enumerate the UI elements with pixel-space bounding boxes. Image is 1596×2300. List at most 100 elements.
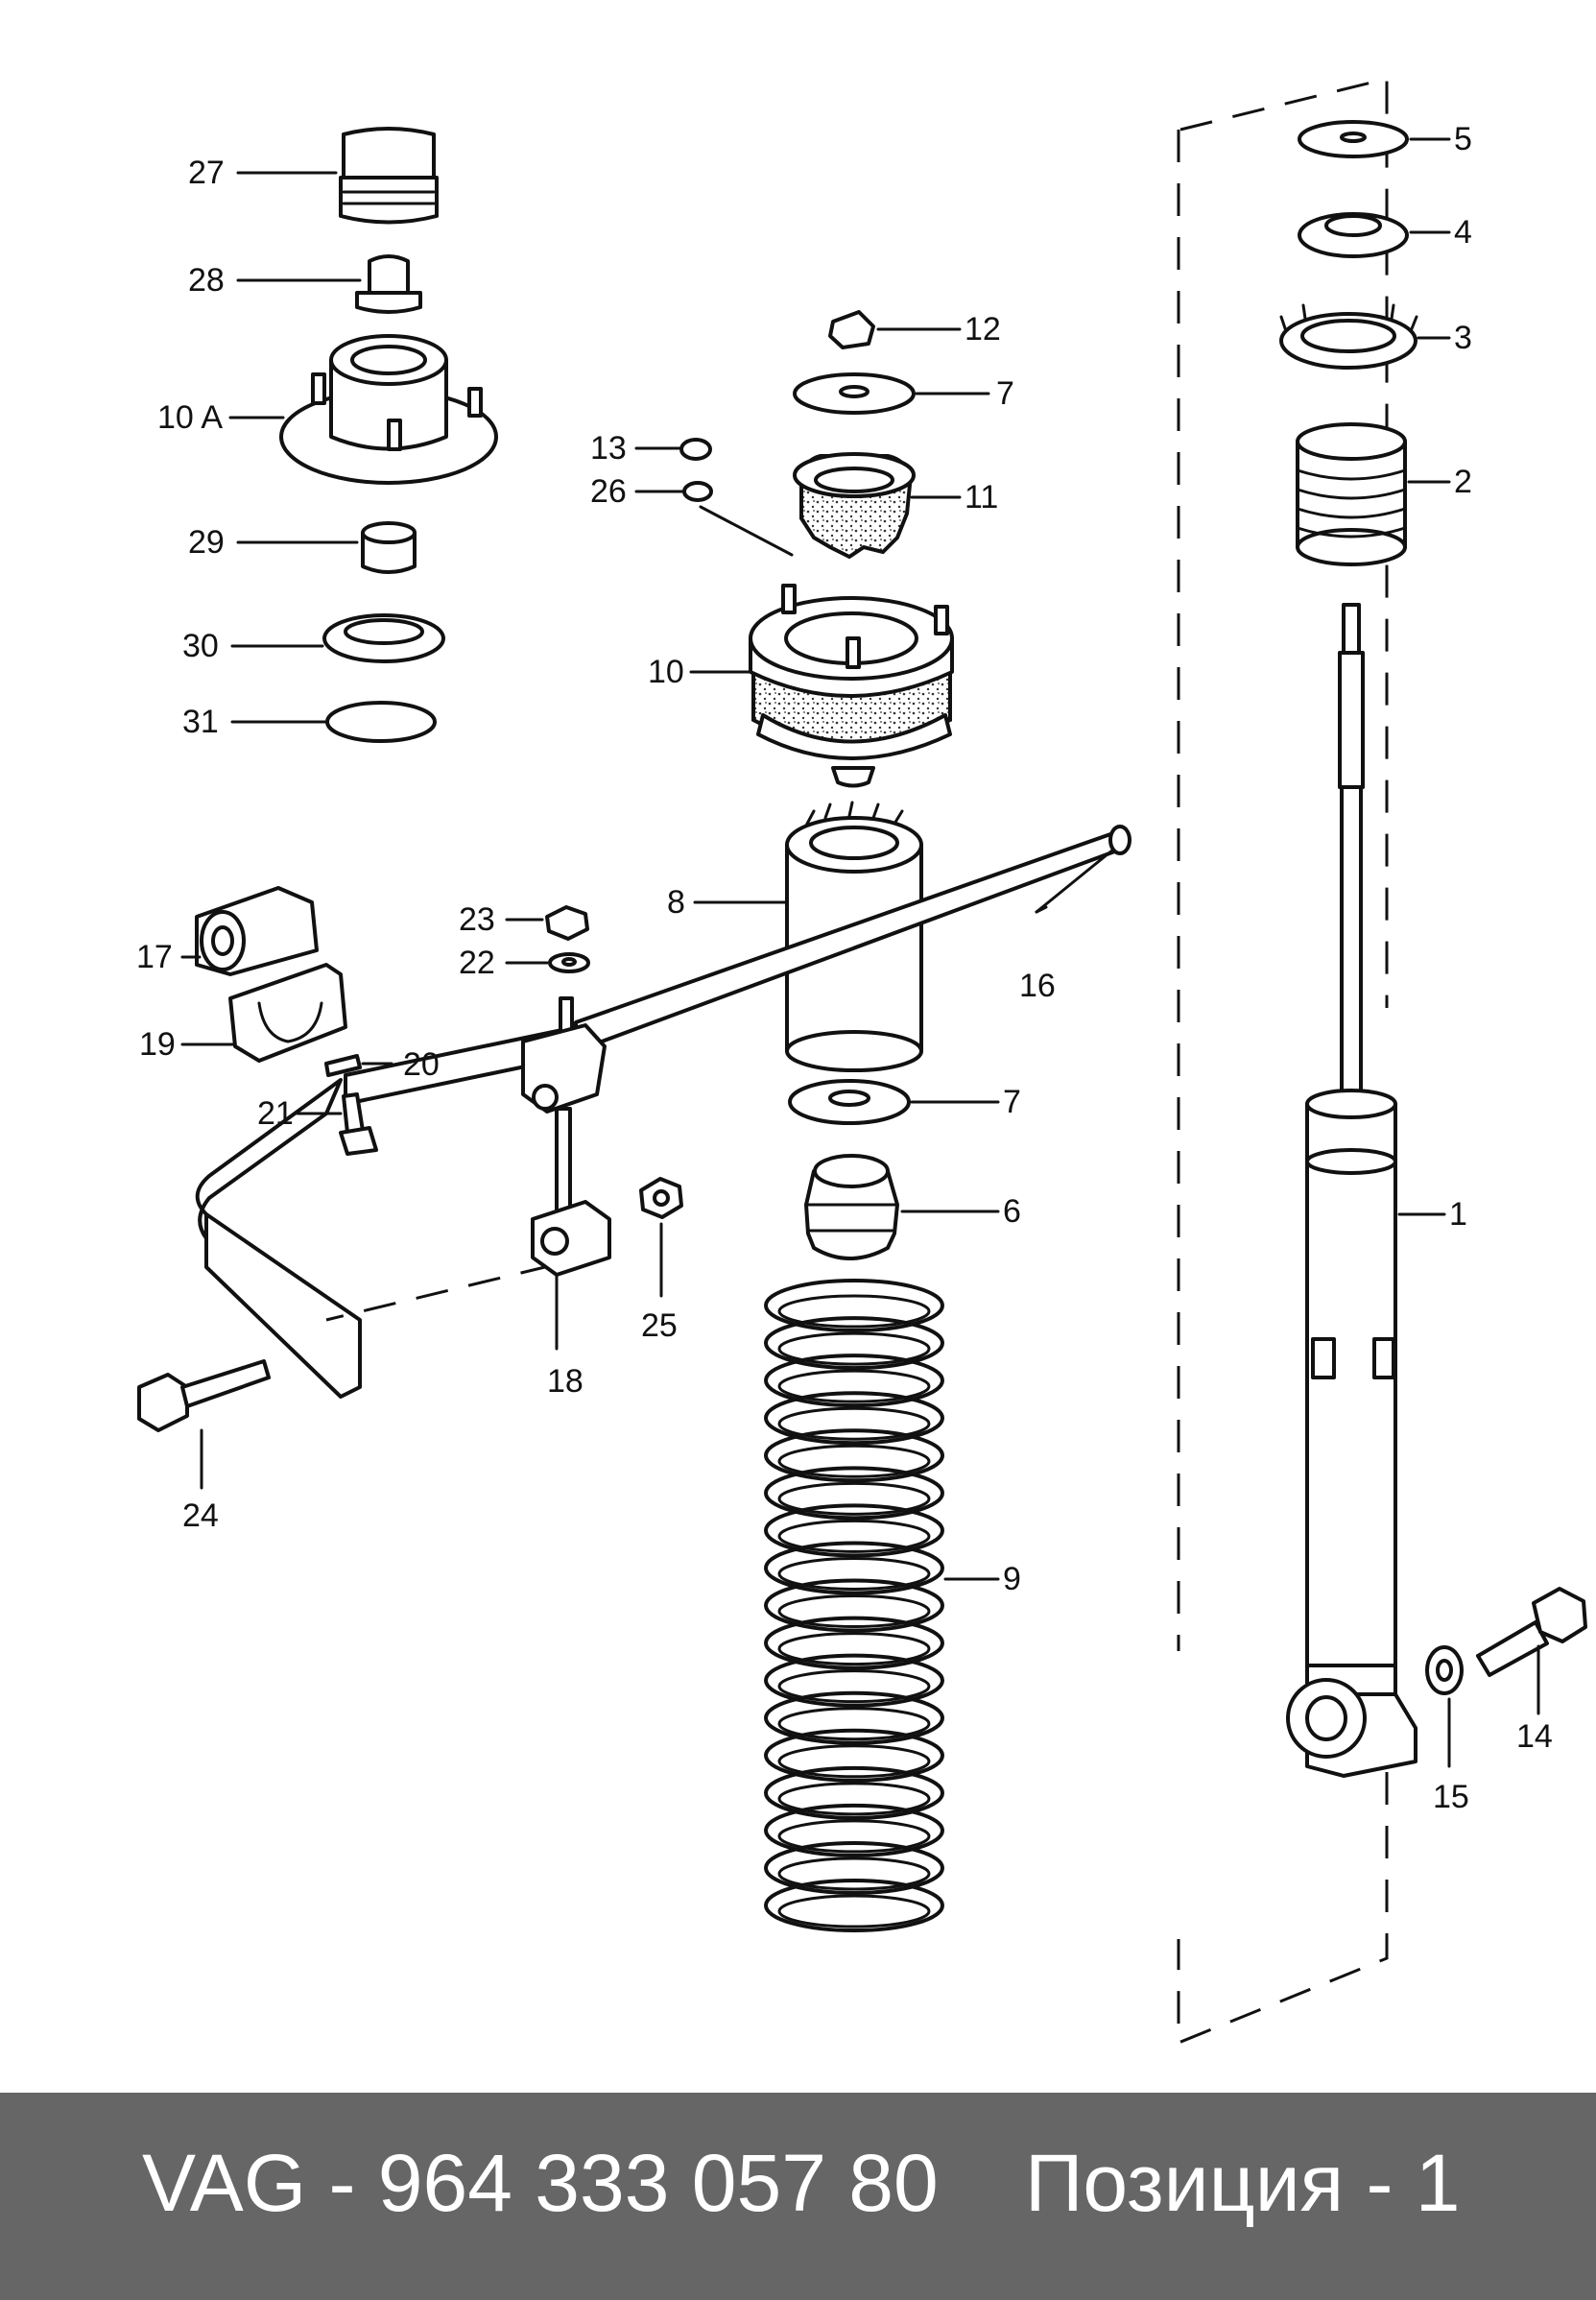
part-31-ring <box>325 701 437 743</box>
label-5: 5 <box>1454 121 1472 157</box>
spring-coil-inner <box>777 1331 931 1366</box>
spring-coil-inner <box>777 1444 931 1478</box>
spring-coil-turn <box>764 1728 944 1783</box>
part-15-washer <box>1425 1645 1464 1695</box>
label-25: 25 <box>641 1307 678 1344</box>
spring-coil-inner <box>777 1481 931 1516</box>
label-10a: 10 A <box>157 399 223 436</box>
label-17: 17 <box>136 939 173 975</box>
part-4-seat <box>1298 212 1409 258</box>
label-14: 14 <box>1516 1718 1553 1755</box>
part-29-bushing <box>361 521 417 574</box>
label-18: 18 <box>547 1363 584 1400</box>
leader-lines <box>180 137 1540 1768</box>
label-9: 9 <box>1003 1561 1021 1597</box>
spring-coil-turn <box>764 1879 944 1932</box>
part-2-bellows <box>1296 422 1407 566</box>
label-30: 30 <box>182 628 219 664</box>
label-19: 19 <box>139 1026 176 1063</box>
part-10-mount <box>749 584 954 788</box>
part-28-bushing <box>355 254 422 314</box>
spring-coil-inner <box>777 1782 931 1816</box>
part-25-nut <box>639 1177 683 1219</box>
spring-coil-inner <box>777 1744 931 1779</box>
label-7-top: 7 <box>996 375 1014 412</box>
exploded-parts-diagram: 27 28 10 A 29 30 31 12 7 11 13 26 10 8 1… <box>136 77 1587 2046</box>
label-31: 31 <box>182 704 219 740</box>
label-20: 20 <box>403 1046 440 1083</box>
spring-coil-turn <box>764 1616 944 1670</box>
label-16: 16 <box>1019 968 1056 1004</box>
label-26: 26 <box>590 473 627 510</box>
spring-coil-inner <box>777 1894 931 1929</box>
part-23-nut <box>545 905 589 941</box>
label-15: 15 <box>1433 1779 1469 1815</box>
part-21-screw <box>339 1092 378 1156</box>
part-10a-mount <box>279 334 498 485</box>
label-24: 24 <box>182 1497 219 1534</box>
label-1: 1 <box>1449 1196 1467 1233</box>
part-7-washer-top <box>793 372 916 415</box>
footer-bar: VAG - 964 333 057 80 Позиция - 1 <box>0 2093 1596 2300</box>
part-26-washer <box>682 481 794 557</box>
spring-coil-inner <box>777 1556 931 1591</box>
spring-coil-turn <box>764 1840 944 1895</box>
spring-coil-inner <box>777 1406 931 1441</box>
label-13: 13 <box>590 430 627 467</box>
spring-coil-turn <box>764 1578 944 1633</box>
spring-coil-turn <box>764 1503 944 1558</box>
spring-coil-inner <box>777 1819 931 1854</box>
spring-coil-turn <box>764 1279 944 1332</box>
part-22-washer <box>548 952 590 973</box>
label-21: 21 <box>257 1095 294 1132</box>
label-10: 10 <box>648 654 684 690</box>
part-6-bump-stop <box>804 1154 899 1260</box>
spring-coil-inner <box>777 1857 931 1891</box>
part-30-seat <box>322 613 445 663</box>
part-20-pin <box>324 1054 362 1077</box>
spring-coil-turn <box>764 1316 944 1371</box>
spring-coil-turn <box>764 1690 944 1745</box>
part-17-bushing <box>195 886 319 976</box>
label-23: 23 <box>459 901 495 938</box>
label-2: 2 <box>1454 464 1472 500</box>
label-7-lower: 7 <box>1003 1084 1021 1120</box>
label-11: 11 <box>965 479 998 515</box>
spring-coil-turn <box>764 1428 944 1483</box>
label-27: 27 <box>188 155 225 191</box>
label-8: 8 <box>667 884 685 921</box>
part-1-shock-absorber <box>1286 603 1417 1778</box>
spring-coil-turn <box>764 1803 944 1857</box>
part-9-coil-spring <box>764 1279 944 1932</box>
part-18-coupling-link <box>521 996 611 1277</box>
label-3: 3 <box>1454 320 1472 356</box>
label-6: 6 <box>1003 1193 1021 1230</box>
footer-position: Позиция - 1 <box>1025 2138 1461 2228</box>
part-11-damper <box>793 452 916 560</box>
part-24-bolt <box>137 1359 271 1432</box>
part-13-nut <box>679 438 712 461</box>
part-19-clamp <box>228 963 347 1063</box>
spring-coil-turn <box>764 1653 944 1708</box>
spring-coil-turn <box>764 1541 944 1595</box>
spring-coil-turn <box>764 1466 944 1521</box>
spring-coil-inner <box>777 1594 931 1628</box>
part-12-nut <box>828 310 875 349</box>
spring-coil-turn <box>764 1354 944 1408</box>
spring-coil-inner <box>777 1519 931 1553</box>
part-7-washer-lower <box>788 1079 911 1125</box>
spring-coil-inner <box>777 1707 931 1741</box>
part-14-bolt <box>1476 1587 1587 1677</box>
part-5-washer <box>1298 120 1409 158</box>
spring-coil-inner <box>777 1369 931 1403</box>
spring-coil-turn <box>764 1765 944 1820</box>
footer-part-number: VAG - 964 333 057 80 <box>142 2138 939 2228</box>
part-16-anti-roll-bar <box>195 825 1131 1399</box>
spring-coil-inner <box>777 1294 931 1329</box>
label-22: 22 <box>459 945 495 981</box>
part-3-ring-nut <box>1279 303 1418 370</box>
spring-coil-turn <box>764 1391 944 1446</box>
label-12: 12 <box>965 311 1001 347</box>
part-27-cap <box>339 127 439 225</box>
spring-coil-inner <box>777 1669 931 1704</box>
